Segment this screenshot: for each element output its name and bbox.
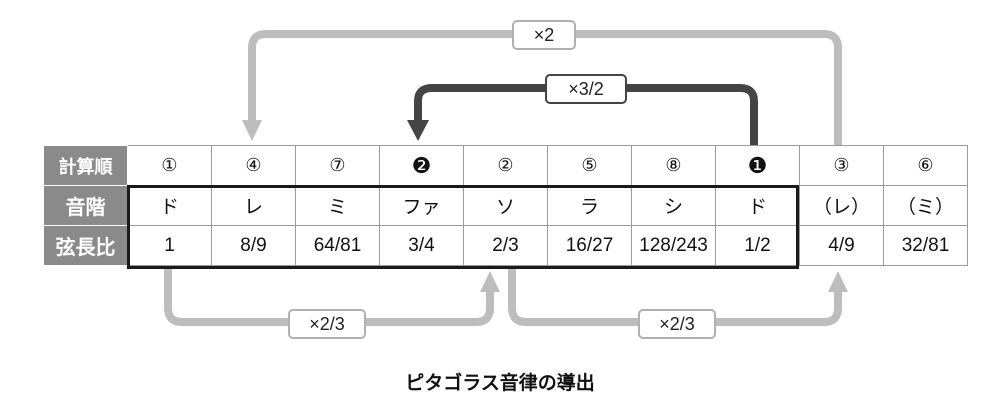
label-x2-3-left: ×2/3 xyxy=(288,309,366,339)
note-cell: ミ xyxy=(295,185,380,226)
note-cell: ソ xyxy=(463,185,548,226)
ratio-cell: 3/4 xyxy=(379,225,464,266)
ratio-cell: 128/243 xyxy=(631,225,716,266)
figure-caption: ピタゴラス音律の導出 xyxy=(405,373,595,394)
note-cell: （ミ） xyxy=(883,185,968,226)
order-cell: ④ xyxy=(211,145,296,186)
ratio-row: 弦長比 1 8/9 64/81 3/4 2/3 16/27 128/243 1/… xyxy=(43,225,968,266)
label-x2-3-right: ×2/3 xyxy=(638,309,716,339)
ratio-cell: 16/27 xyxy=(547,225,632,266)
ratio-cell: 1/2 xyxy=(715,225,800,266)
ratio-cell: 64/81 xyxy=(295,225,380,266)
row-header: 弦長比 xyxy=(43,225,128,266)
order-cell: ② xyxy=(463,145,548,186)
arrowhead-up-icon xyxy=(828,271,848,292)
ratio-cell: 8/9 xyxy=(211,225,296,266)
note-cell: レ xyxy=(211,185,296,226)
order-cell: ① xyxy=(127,145,212,186)
order-cell: ❶ xyxy=(715,145,800,186)
order-cell: ⑥ xyxy=(883,145,968,186)
label-x3-2: ×3/2 xyxy=(545,74,627,104)
note-cell: ド xyxy=(715,185,800,226)
note-cell: （レ） xyxy=(799,185,884,226)
label-x2: ×2 xyxy=(512,20,576,50)
note-cell: シ xyxy=(631,185,716,226)
note-cell: ファ xyxy=(379,185,464,226)
note-cell: ラ xyxy=(547,185,632,226)
note-row: 音階 ド レ ミ ファ ソ ラ シ ド （レ） （ミ） xyxy=(43,185,968,226)
ratio-cell: 32/81 xyxy=(883,225,968,266)
pythagorean-table: 計算順 ① ④ ⑦ ❷ ② ⑤ ⑧ ❶ ③ ⑥ 音階 ド レ ミ ファ ソ ラ … xyxy=(43,145,968,266)
order-cell: ⑦ xyxy=(295,145,380,186)
arrowhead-down-icon xyxy=(407,120,429,141)
row-header: 音階 xyxy=(43,185,128,226)
arrowhead-up-icon xyxy=(480,271,500,292)
order-cell: ❷ xyxy=(379,145,464,186)
row-header: 計算順 xyxy=(43,145,128,186)
order-cell: ③ xyxy=(799,145,884,186)
ratio-cell: 1 xyxy=(127,225,212,266)
order-cell: ⑧ xyxy=(631,145,716,186)
note-cell: ド xyxy=(127,185,212,226)
ratio-cell: 2/3 xyxy=(463,225,548,266)
ratio-cell: 4/9 xyxy=(799,225,884,266)
order-row: 計算順 ① ④ ⑦ ❷ ② ⑤ ⑧ ❶ ③ ⑥ xyxy=(43,145,968,186)
arrowhead-down-icon xyxy=(242,120,262,141)
order-cell: ⑤ xyxy=(547,145,632,186)
